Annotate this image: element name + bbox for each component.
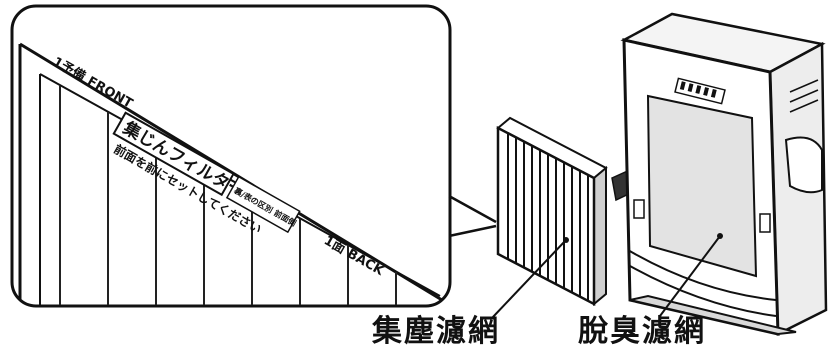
deodorizing-filter-caption: 脫臭濾網 [578, 314, 706, 349]
dust-filter-illustration [496, 116, 608, 307]
leader-lines [491, 235, 721, 319]
filter-name-box [112, 111, 235, 197]
air-purifier-unit [620, 12, 828, 336]
dust-filter-caption: 集塵濾網 [372, 314, 500, 349]
callout-zoom-panel: 1予備 FRONT 集じんフィルター 裏/表の区別 前面側 前面を前にセットして… [10, 4, 497, 308]
side-note-box [225, 175, 301, 234]
deodorizing-filter-panel [646, 94, 758, 278]
